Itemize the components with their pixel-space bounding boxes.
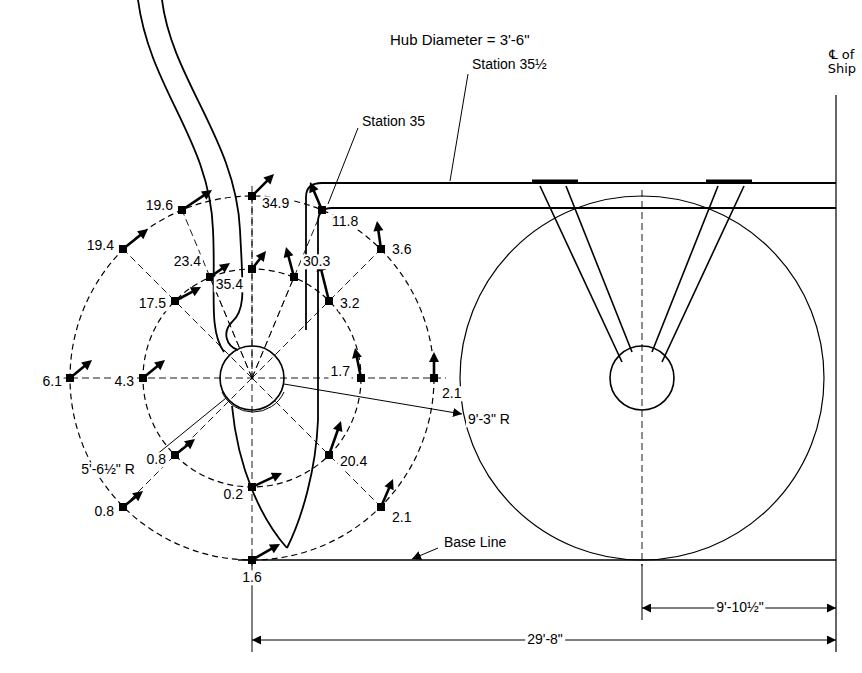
arrowhead [333,421,342,432]
strut-leg [540,186,622,362]
arrowhead [352,348,362,359]
wake-value: 20.4 [338,454,369,469]
reference-line [252,210,322,378]
arrowhead [429,352,439,362]
wake-value: 2.1 [390,510,413,525]
wake-value: 6.1 [41,374,64,389]
reference-line [252,196,253,378]
reference-line [642,190,643,566]
strut-flange [532,180,578,183]
station-label: Station 35 [360,114,427,129]
arrowhead [284,247,294,258]
heading-note: Hub Diameter = 3'-6" [388,32,532,49]
skeg-outline [162,0,243,350]
reference-line [123,378,252,507]
wake-value: 4.3 [113,374,136,389]
velocity-vector [70,365,86,378]
velocity-vector [329,429,338,455]
wake-value: 19.4 [85,238,116,253]
velocity-vector [175,291,194,301]
leader-arrow [412,548,438,559]
station-line [306,183,836,330]
arrowhead [263,174,274,185]
leader-line [150,398,226,460]
strut-leg [566,186,632,352]
velocity-vector [378,229,381,249]
velocity-vector [123,496,137,507]
velocity-vector [143,365,159,378]
wake-value: 3.2 [338,296,361,311]
velocity-vector [381,486,390,507]
arrowhead [373,221,383,232]
wake-value: 34.9 [260,196,291,211]
leader-line [450,74,468,181]
arrowhead [384,479,393,490]
dimension-text: 29'-8" [525,632,565,647]
velocity-vector [252,257,261,269]
wake-value: 3.6 [390,242,413,257]
velocity-vector [313,189,322,210]
reference-line [123,249,252,378]
wake-value: 19.6 [144,198,175,213]
wake-value: 0.2 [222,487,245,502]
arrowhead [184,439,195,449]
arrowhead [137,229,148,239]
velocity-vector [252,548,273,560]
extension-line [642,564,643,620]
strut-leg [652,186,718,352]
wake-value: 1.7 [329,364,352,379]
velocity-vector [433,360,436,378]
wake-value: 30.3 [301,254,332,269]
wake-value: 0.8 [145,452,168,467]
base-line [238,559,836,560]
velocity-vector [182,194,205,210]
arrowhead [219,263,230,273]
station-label: Station 35½ [470,57,549,72]
wake-value: 35.4 [214,277,245,292]
ship-centerline [835,95,836,652]
station-line [287,208,836,548]
strut-flange [706,180,752,183]
radius-dimension: 9'-3" R [466,412,512,427]
skeg-outline [222,392,284,412]
leader-line [328,128,358,204]
wake-value: 23.4 [172,254,203,269]
velocity-vector [321,269,329,301]
centerline-label: ℄ of Ship [826,48,858,77]
arrowhead [154,360,165,370]
arrowhead [309,182,318,193]
leader-arrow [284,384,462,414]
reference-line [210,277,252,378]
velocity-vector [252,180,268,196]
strut-leg [662,186,744,362]
velocity-vector [123,234,142,249]
arrowhead [81,360,92,370]
skeg-outline [232,406,287,548]
base-line-label: Base Line [442,535,508,550]
velocity-vector [252,476,275,487]
velocity-vector [357,356,361,378]
radius-dimension: 5'-6½" R [79,462,137,477]
wake-value: 17.5 [137,296,168,311]
velocity-vector [288,255,294,277]
arrowhead [271,473,282,482]
arrowhead [269,544,280,553]
arrowhead [190,287,201,296]
arrowhead [201,190,212,200]
dimension-text: 9'-10½" [714,600,765,615]
wake-value: 11.8 [330,214,360,229]
velocity-vector [175,444,189,455]
wake-value: 2.1 [440,386,463,401]
arrowhead [256,251,266,262]
reference-line [252,249,381,378]
velocity-vector [210,268,223,277]
reference-line [252,277,294,378]
arrowhead [132,491,143,501]
wake-value: 1.6 [240,570,263,585]
wake-value: 0.8 [93,504,116,519]
